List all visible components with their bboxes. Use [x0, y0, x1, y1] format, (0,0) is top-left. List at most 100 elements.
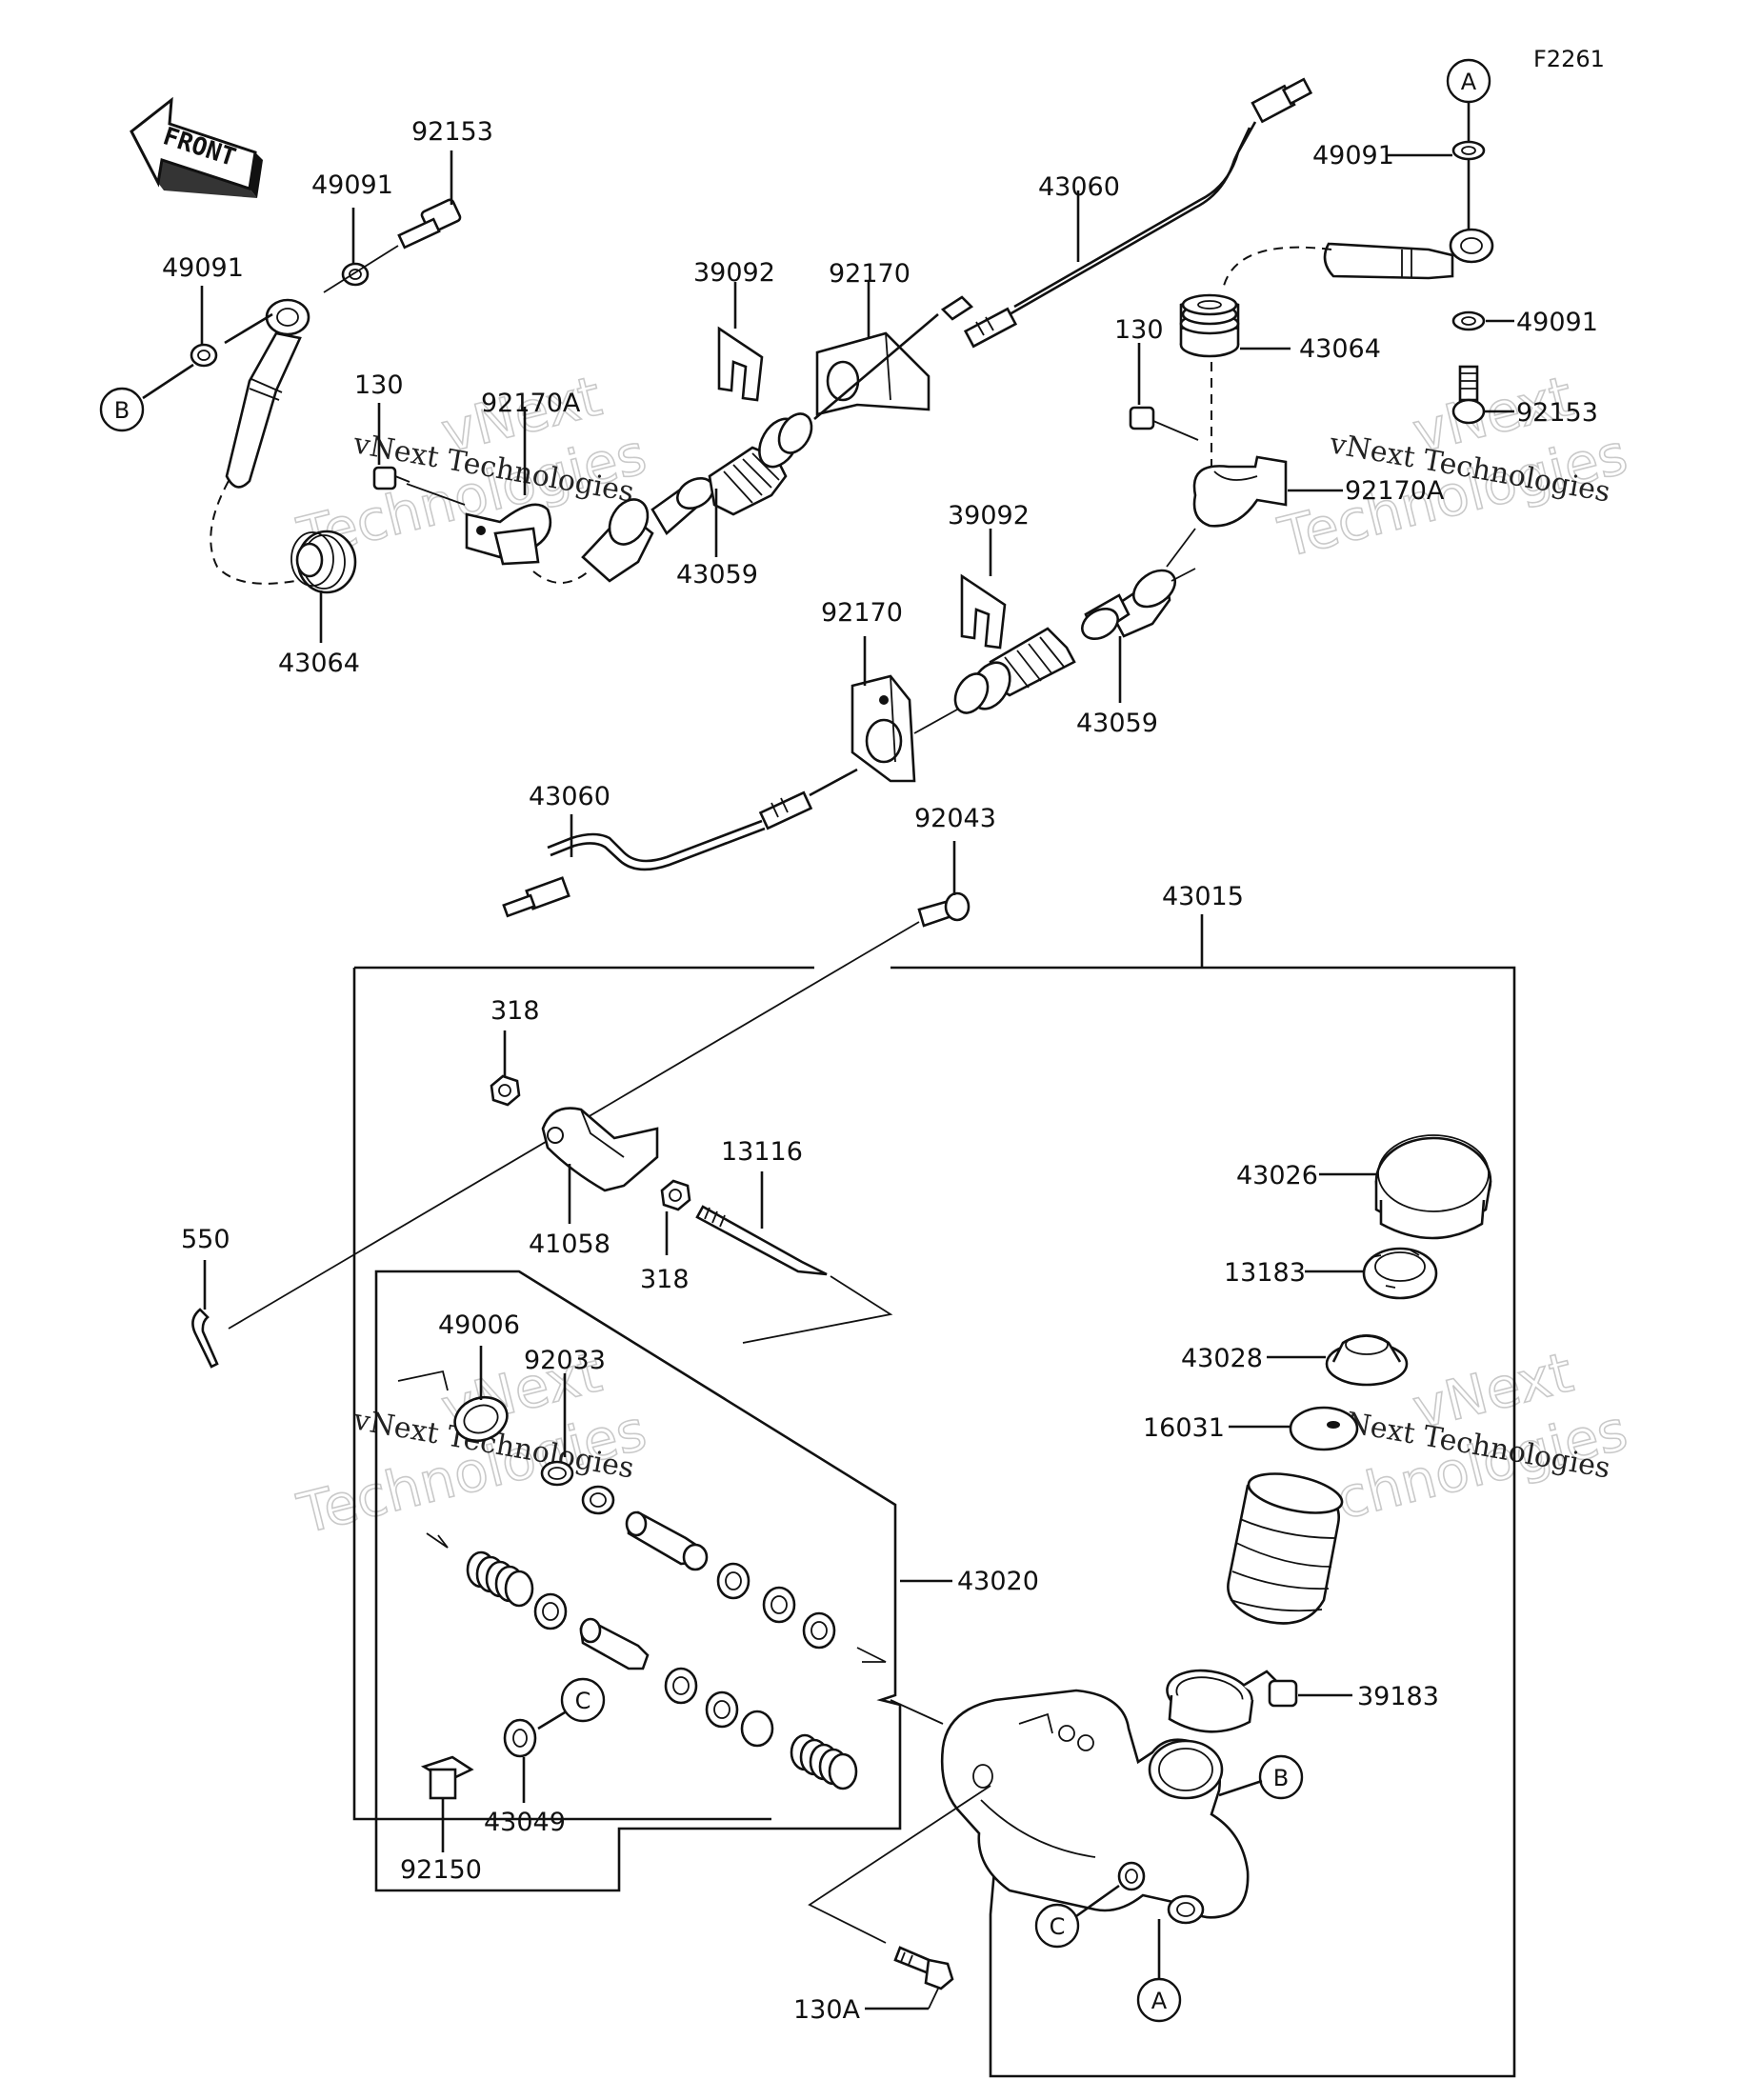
label-43060-bottom: 43060	[529, 782, 610, 811]
cable-line	[913, 709, 958, 734]
label-43028: 43028	[1181, 1344, 1263, 1373]
label-49006: 49006	[438, 1310, 520, 1340]
piston-parts-upper	[581, 1485, 887, 1663]
clamp-92170a-left	[465, 503, 552, 566]
hidden-line	[532, 569, 591, 584]
pin-92043	[917, 891, 971, 928]
leader	[224, 312, 273, 345]
cable-line	[1171, 568, 1196, 582]
label-49091-right-lower: 49091	[1516, 308, 1598, 337]
leader	[406, 483, 466, 506]
clevis-41058	[541, 1107, 659, 1192]
diaphragm-43028	[1325, 1334, 1409, 1387]
bolt-130-left	[372, 466, 410, 490]
cable-boot-43059-middle	[953, 569, 1176, 714]
washer-hole	[197, 350, 210, 361]
label-92170a-right: 92170A	[1345, 476, 1445, 506]
label-49091-left-upper: 49091	[311, 170, 393, 200]
label-43026: 43026	[1236, 1161, 1318, 1190]
bolt-92150	[420, 1755, 474, 1800]
svg-text:C: C	[1050, 1913, 1066, 1940]
nut-318-lower	[660, 1179, 691, 1211]
label-43020: 43020	[957, 1567, 1039, 1596]
leader	[323, 245, 399, 293]
label-92153-left: 92153	[411, 117, 493, 147]
master-cylinder-body	[940, 1689, 1250, 1925]
rod-end-right	[1323, 228, 1494, 280]
label-92043: 92043	[914, 804, 996, 833]
label-49091-left-lower: 49091	[162, 253, 244, 283]
label-43064-right: 43064	[1299, 334, 1381, 364]
label-43049: 43049	[484, 1808, 566, 1837]
leader	[928, 1988, 939, 2010]
svg-text:B: B	[114, 397, 130, 424]
svg-text:A: A	[1151, 1988, 1168, 2014]
cable-line	[1166, 528, 1196, 568]
assembly-43015-outline	[352, 968, 771, 1821]
label-39092-top: 39092	[693, 258, 775, 288]
cap-43026	[1374, 1134, 1492, 1240]
label-550: 550	[181, 1225, 230, 1254]
washer-49091-right-lower	[1451, 310, 1486, 331]
washer-hole	[1461, 316, 1476, 326]
bolt-92153-left	[397, 198, 462, 250]
assembly-line	[890, 1699, 944, 1725]
label-16031: 16031	[1143, 1413, 1225, 1443]
cable-boot-43059-left	[581, 412, 813, 583]
label-39183: 39183	[1357, 1682, 1439, 1711]
callout-c-right: C	[1034, 1903, 1080, 1949]
label-92170-middle: 92170	[821, 598, 903, 628]
label-92150: 92150	[400, 1855, 482, 1885]
spring-upper	[466, 1550, 534, 1608]
grommet-43064-right	[1179, 293, 1240, 358]
label-41058: 41058	[529, 1230, 610, 1259]
label-318-upper: 318	[490, 996, 540, 1026]
hidden-line	[210, 480, 296, 585]
label-13183: 13183	[1224, 1258, 1306, 1288]
label-43059-left: 43059	[676, 560, 758, 590]
hidden-line	[1223, 246, 1332, 287]
leader	[537, 1708, 570, 1730]
bracket-92170-middle	[850, 674, 916, 783]
washer-49091-right-upper	[1451, 140, 1486, 161]
assembly-line	[742, 1275, 893, 1344]
leader	[1218, 1779, 1263, 1797]
washer-49091-left-lower	[190, 343, 218, 368]
float-16031	[1289, 1406, 1359, 1451]
label-130-right: 130	[1114, 315, 1164, 345]
rod-end-left	[225, 298, 310, 489]
nut-318-upper	[490, 1074, 521, 1107]
label-318-lower: 318	[640, 1265, 690, 1294]
label-43060-top: 43060	[1038, 172, 1120, 202]
cable-43060-top	[813, 77, 1313, 420]
washer-hole	[1461, 146, 1476, 155]
callout-b-left: B	[99, 387, 145, 432]
circlip-92033	[540, 1460, 574, 1487]
svg-text:B: B	[1273, 1765, 1289, 1791]
assembly-line	[808, 1785, 991, 1944]
washer-hole	[512, 1729, 528, 1748]
watermark-top-right: vNext Technologies vNext Technologies	[1271, 363, 1634, 571]
clip-39092-top	[717, 326, 764, 402]
callout-b-right: B	[1258, 1754, 1304, 1800]
assembly-43015-outline	[354, 966, 1516, 2078]
label-130-left: 130	[354, 370, 404, 400]
cable-43060-bottom	[502, 768, 858, 918]
bolt-130-right	[1129, 406, 1199, 441]
svg-text:A: A	[1461, 69, 1477, 95]
front-arrow-icon: FRONT	[130, 96, 263, 198]
hose-clamp-39183	[1166, 1669, 1298, 1733]
seal-49006	[397, 1370, 509, 1443]
svg-text:C: C	[575, 1688, 591, 1714]
label-49091-right-upper: 49091	[1312, 141, 1394, 170]
reservoir-hose	[1227, 1472, 1344, 1625]
label-92170a-left: 92170A	[481, 389, 581, 418]
washer-hole	[349, 269, 362, 280]
grommet-43064-left	[290, 530, 357, 594]
callout-c-left: C	[560, 1677, 606, 1723]
clamp-92170a-right	[1192, 455, 1288, 528]
pushrod-13116	[695, 1205, 828, 1276]
label-13116: 13116	[721, 1137, 803, 1167]
bolt-130a	[893, 1946, 954, 1990]
label-43059-middle: 43059	[1076, 709, 1158, 738]
